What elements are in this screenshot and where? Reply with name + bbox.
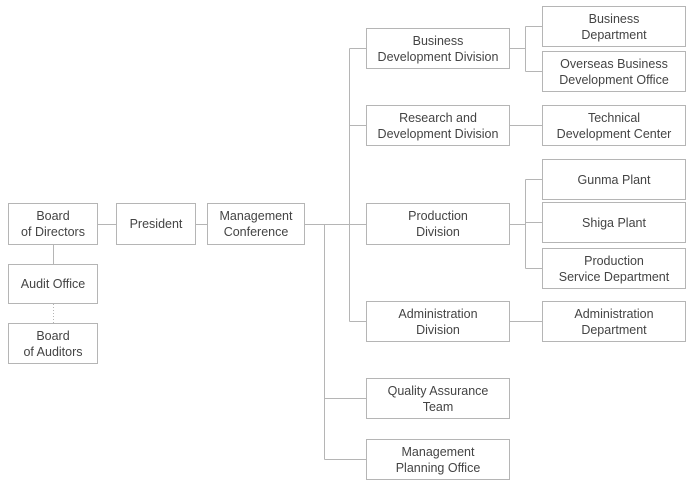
president-box: President [116, 203, 196, 245]
audit-office-box: Audit Office [8, 264, 98, 304]
management-planning-office-box: Management Planning Office [366, 439, 510, 480]
research-development-division-box: Research and Development Division [366, 105, 510, 146]
business-development-division-box: Business Development Division [366, 28, 510, 69]
quality-assurance-team-box: Quality Assurance Team [366, 378, 510, 419]
production-service-department-box: Production Service Department [542, 248, 686, 289]
board-of-directors-box: Board of Directors [8, 203, 98, 245]
overseas-business-development-office-box: Overseas Business Development Office [542, 51, 686, 92]
business-department-box: Business Department [542, 6, 686, 47]
production-division-box: Production Division [366, 203, 510, 245]
management-conference-box: Management Conference [207, 203, 305, 245]
shiga-plant-box: Shiga Plant [542, 202, 686, 243]
administration-division-box: Administration Division [366, 301, 510, 342]
board-of-auditors-box: Board of Auditors [8, 323, 98, 364]
technical-development-center-box: Technical Development Center [542, 105, 686, 146]
administration-department-box: Administration Department [542, 301, 686, 342]
gunma-plant-box: Gunma Plant [542, 159, 686, 200]
